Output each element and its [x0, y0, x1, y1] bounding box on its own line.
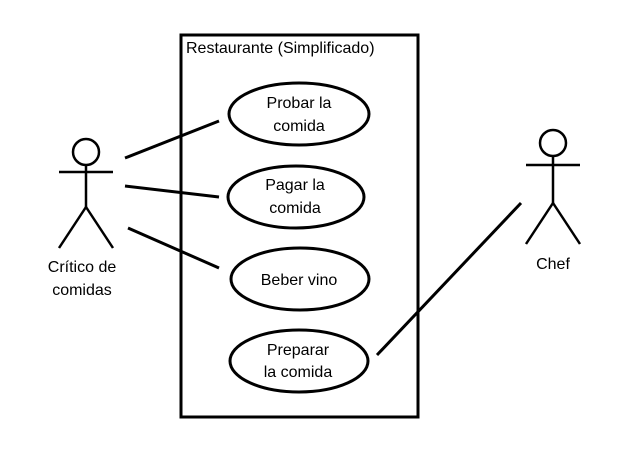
use-case-label: Beber vino: [261, 272, 338, 289]
use-case-ellipse: [227, 81, 371, 147]
use-case-ellipse: [228, 328, 370, 394]
actor-right-leg: [551, 202, 582, 245]
associations: [124, 119, 523, 357]
use-case-label-line2: comida: [273, 118, 325, 135]
association-critic-beber: [127, 226, 220, 270]
use-case-ellipse: [229, 246, 371, 312]
use-case-label-line1: Pagar la: [265, 177, 325, 194]
use-case-beber-vino: Beber vino: [229, 246, 371, 312]
use-case-label-line2: comida: [269, 200, 321, 217]
actor-head: [538, 128, 568, 158]
association-chef-preparar: [375, 201, 523, 357]
actor-label: Chef: [536, 256, 570, 273]
actor-left-leg: [57, 206, 88, 249]
system-boundary-box: [179, 33, 420, 419]
use-case-probar-la-comida: Probar la comida: [227, 81, 371, 147]
actor-critico-de-comidas: Crítico de comidas: [48, 137, 117, 299]
association-critic-pagar: [124, 184, 220, 199]
actor-left-leg: [524, 202, 555, 245]
actor-label-line1: Crítico de: [48, 259, 117, 276]
system-title: Restaurante (Simplificado): [186, 40, 375, 57]
actor-head: [71, 137, 101, 167]
actor-right-leg: [84, 206, 115, 249]
use-case-preparar-la-comida: Preparar la comida: [228, 328, 370, 394]
use-case-label-line2: la comida: [264, 364, 333, 381]
actor-label-line2: comidas: [52, 282, 112, 299]
use-case-ellipse: [226, 164, 366, 230]
use-case-pagar-la-comida: Pagar la comida: [226, 164, 366, 230]
association-critic-probar: [124, 119, 220, 160]
use-case-label-line1: Probar la: [267, 95, 332, 112]
use-case-label-line1: Preparar: [267, 342, 330, 359]
actor-chef: Chef: [524, 128, 582, 273]
system-boundary: Restaurante (Simplificado): [179, 33, 420, 419]
